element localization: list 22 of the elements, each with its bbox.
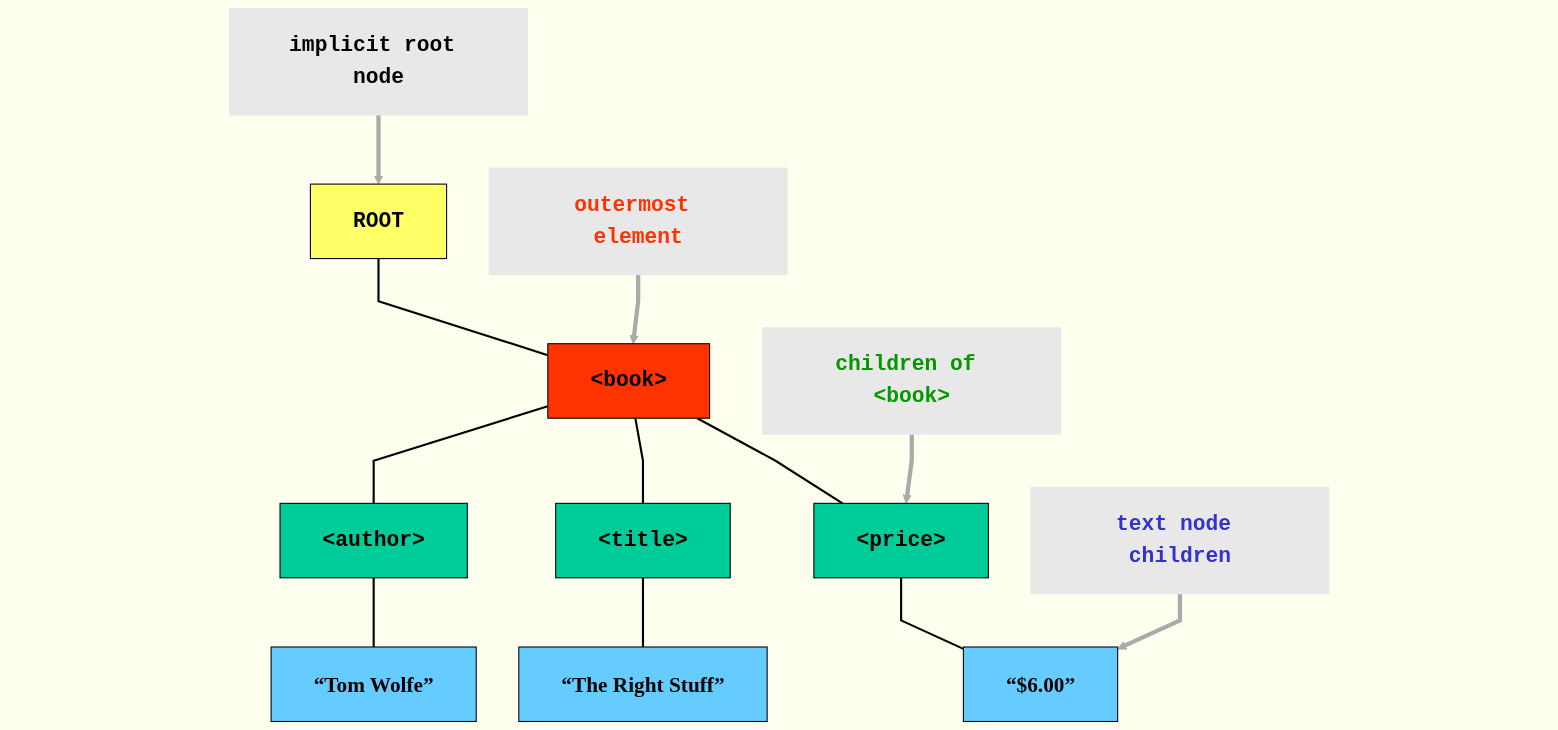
arrow [373, 114, 383, 185]
connector [696, 417, 843, 505]
connector [372, 577, 375, 647]
node-box: text node children [1030, 486, 1330, 595]
node-box: <author> [279, 502, 468, 579]
node-box: outermost element [488, 167, 788, 276]
arrow [629, 274, 641, 345]
arrow [902, 434, 914, 504]
node-box: “The Right Stuff” [518, 646, 768, 722]
node-box: “Tom Wolfe” [270, 646, 477, 722]
arrow [1117, 593, 1182, 650]
connector [634, 418, 644, 504]
node-box: “$6.00” [962, 646, 1118, 722]
node-box: <price> [813, 502, 989, 579]
connector [377, 258, 548, 357]
connector [372, 405, 548, 504]
node-box: implicit root node [228, 8, 528, 116]
node-box: <title> [554, 502, 731, 579]
node-box: ROOT [309, 183, 447, 260]
node-box: <book> [547, 343, 710, 419]
connector [641, 577, 644, 647]
node-box: children of <book> [762, 327, 1062, 435]
